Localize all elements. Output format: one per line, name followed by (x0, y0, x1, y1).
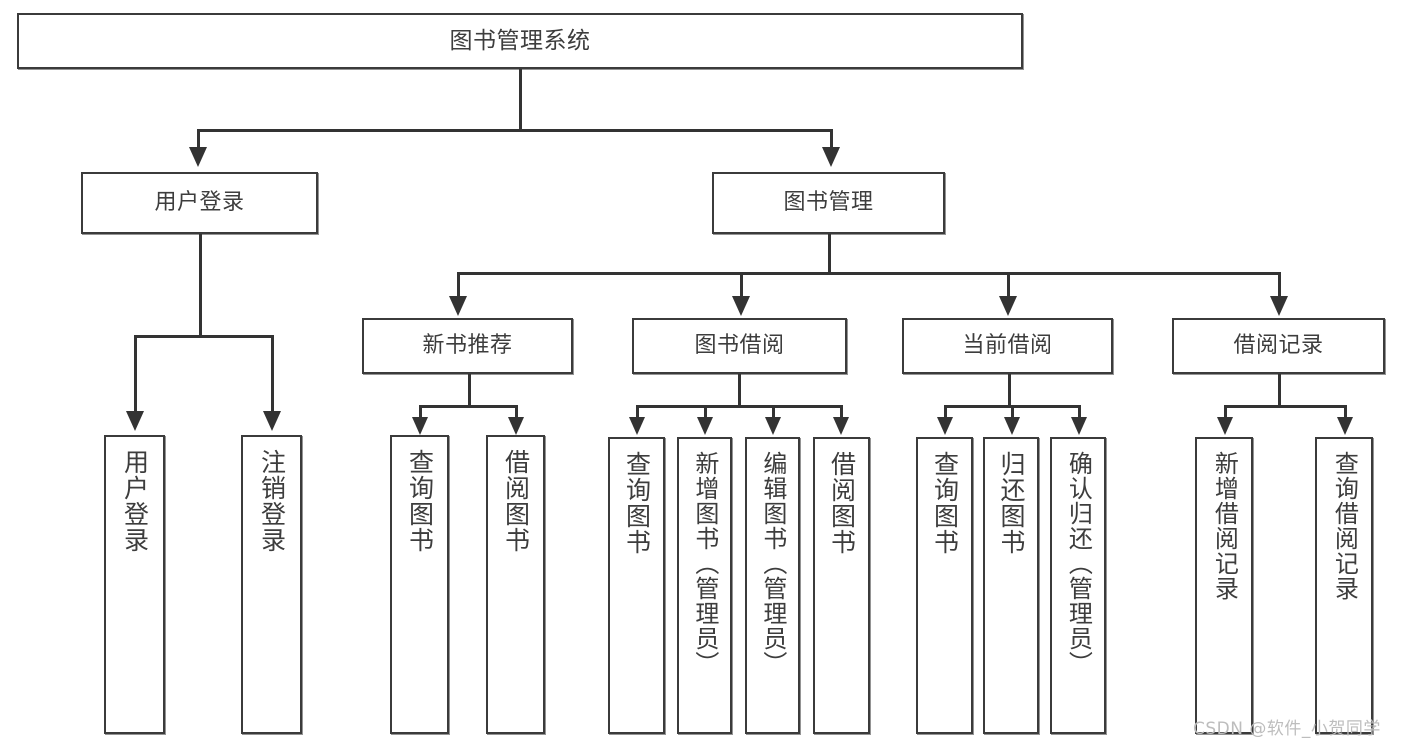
arrowhead-bb-edit (765, 417, 781, 435)
leaf-bb-borrow-book[interactable]: 借阅图书 (813, 437, 870, 734)
connector-drop-leaf-logout (271, 335, 274, 413)
connector-drop-user-login (197, 129, 200, 151)
connector-drop-new-book (457, 272, 460, 298)
connector-drop-nb-query (419, 405, 422, 419)
leaf-nb-borrow-book[interactable]: 借阅图书 (486, 435, 545, 734)
leaf-cb-confirm-return-admin[interactable]: 确认归还（管理员） (1050, 437, 1106, 734)
leaf-br-query-record[interactable]: 查询借阅记录 (1315, 437, 1373, 734)
arrowhead-bb-query (629, 417, 645, 435)
connector-borrow-record-stem (1278, 374, 1281, 405)
connector-root-bus (197, 129, 830, 132)
node-current-borrow[interactable]: 当前借阅 (902, 318, 1113, 374)
leaf-nb-query-book[interactable]: 查询图书 (390, 435, 449, 734)
arrowhead-new-book (449, 296, 467, 316)
connector-drop-cb-confirm (1078, 405, 1081, 419)
node-label: 新书推荐 (422, 333, 513, 359)
arrowhead-borrow-record (1270, 296, 1288, 316)
leaf-bb-query-book[interactable]: 查询图书 (608, 437, 665, 734)
leaf-cb-query-book[interactable]: 查询图书 (916, 437, 973, 734)
connector-book-manage-bus (457, 272, 1278, 275)
connector-drop-bb-add (704, 405, 707, 419)
node-label: 图书借阅 (694, 333, 785, 359)
arrowhead-nb-borrow (508, 417, 524, 435)
node-new-book-recommend[interactable]: 新书推荐 (362, 318, 573, 374)
leaf-cb-return-book[interactable]: 归还图书 (983, 437, 1039, 734)
node-label: 确认归还（管理员） (1064, 451, 1093, 676)
connector-book-borrow-bus (636, 405, 840, 408)
arrowhead-book-borrow (732, 296, 750, 316)
node-label: 用户登录 (120, 449, 150, 553)
node-label: 查询图书 (622, 451, 652, 555)
node-user-login[interactable]: 用户登录 (81, 172, 318, 234)
connector-drop-bb-borrow (840, 405, 843, 419)
arrowhead-cb-confirm (1071, 417, 1087, 435)
connector-drop-book-manage (830, 129, 833, 151)
leaf-bb-add-book-admin[interactable]: 新增图书（管理员） (677, 437, 732, 734)
arrowhead-book-manage (822, 147, 840, 167)
connector-book-manage-stem (828, 234, 831, 272)
connector-user-login-stem (199, 234, 202, 335)
arrowhead-leaf-user-login (126, 411, 144, 431)
node-label: 当前借阅 (962, 333, 1053, 359)
watermark-text: CSDN @软件_小贺同学 (1193, 719, 1381, 739)
node-label: 查询图书 (405, 449, 435, 553)
node-label: 借阅记录 (1233, 333, 1324, 359)
node-root-system[interactable]: 图书管理系统 (17, 13, 1023, 69)
arrowhead-current-borrow (999, 296, 1017, 316)
connector-user-login-bus (134, 335, 271, 338)
connector-drop-cb-return (1011, 405, 1014, 419)
connector-new-book-bus (419, 405, 515, 408)
connector-drop-book-borrow (740, 272, 743, 298)
node-label: 新增图书（管理员） (690, 451, 719, 676)
connector-borrow-record-bus (1224, 405, 1344, 408)
connector-drop-br-add (1224, 405, 1227, 419)
connector-drop-bb-query (636, 405, 639, 419)
node-label: 归还图书 (997, 451, 1026, 555)
connector-drop-borrow-record (1278, 272, 1281, 298)
arrowhead-nb-query (412, 417, 428, 435)
connector-drop-cb-query (944, 405, 947, 419)
node-label: 用户登录 (154, 190, 245, 216)
node-book-management[interactable]: 图书管理 (712, 172, 945, 234)
node-borrow-record[interactable]: 借阅记录 (1172, 318, 1385, 374)
leaf-br-add-record[interactable]: 新增借阅记录 (1195, 437, 1253, 734)
leaf-bb-edit-book-admin[interactable]: 编辑图书（管理员） (745, 437, 800, 734)
node-label: 借阅图书 (501, 449, 531, 553)
arrowhead-br-query (1337, 417, 1353, 435)
arrowhead-cb-query (937, 417, 953, 435)
arrowhead-cb-return (1004, 417, 1020, 435)
node-label: 新增借阅记录 (1210, 451, 1239, 601)
connector-drop-current-borrow (1007, 272, 1010, 298)
node-book-borrow[interactable]: 图书借阅 (632, 318, 847, 374)
node-label: 图书管理系统 (449, 27, 591, 54)
arrowhead-leaf-logout (263, 411, 281, 431)
leaf-user-login[interactable]: 用户登录 (104, 435, 165, 734)
connector-new-book-stem (468, 374, 471, 405)
connector-drop-nb-borrow (515, 405, 518, 419)
connector-book-borrow-stem (738, 374, 741, 405)
node-label: 编辑图书（管理员） (758, 451, 787, 676)
connector-drop-leaf-user-login (134, 335, 137, 413)
node-label: 借阅图书 (827, 451, 857, 555)
arrowhead-bb-add (697, 417, 713, 435)
connector-drop-br-query (1344, 405, 1347, 419)
node-label: 图书管理 (783, 190, 874, 216)
node-label: 查询图书 (930, 451, 960, 555)
arrowhead-br-add (1217, 417, 1233, 435)
connector-current-borrow-stem (1008, 374, 1011, 405)
node-label: 查询借阅记录 (1330, 451, 1359, 601)
connector-drop-bb-edit (772, 405, 775, 419)
leaf-logout[interactable]: 注销登录 (241, 435, 302, 734)
arrowhead-bb-borrow (833, 417, 849, 435)
connector-root-stem (519, 69, 522, 129)
arrowhead-user-login (189, 147, 207, 167)
node-label: 注销登录 (257, 449, 287, 553)
